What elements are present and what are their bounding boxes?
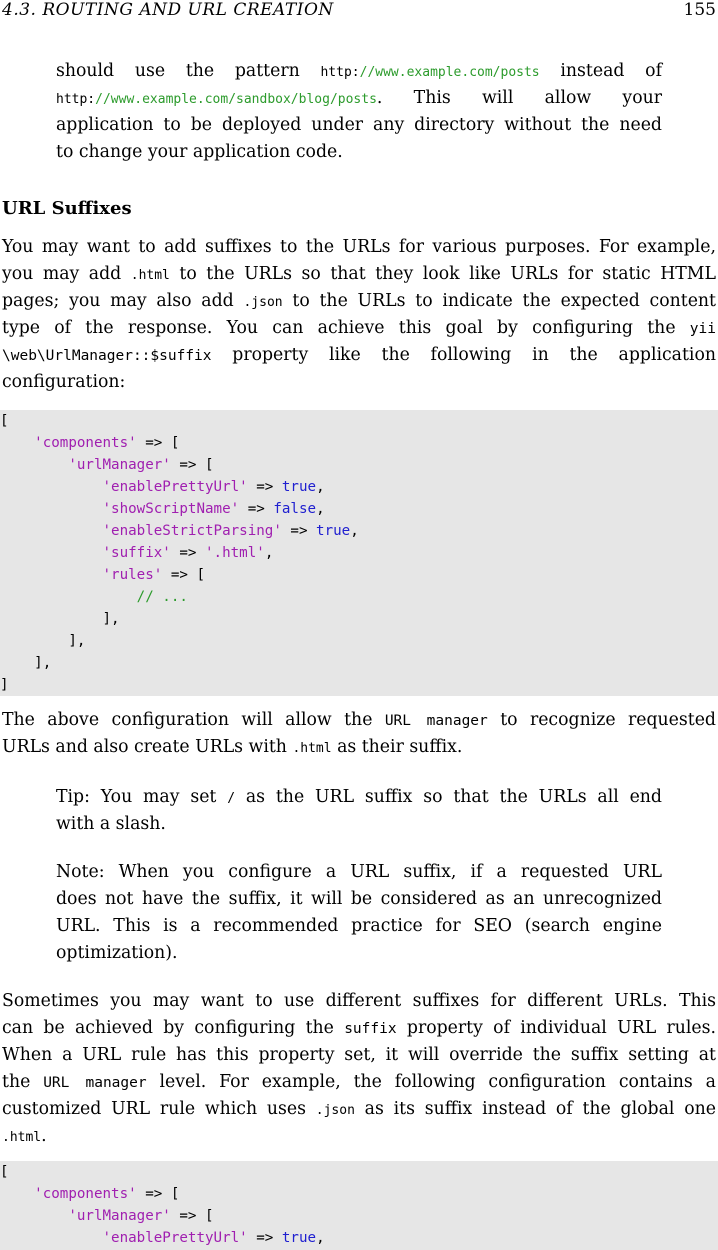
inline-url: http://www.example.com/posts: [320, 65, 540, 80]
code-line: ],: [0, 611, 120, 627]
code-line: 'showScriptName' => false,: [102, 501, 325, 517]
code-line: 'rules' => [: [102, 567, 206, 583]
code-line: 'suffix' => '.html',: [102, 545, 274, 561]
page-number: 155: [683, 0, 716, 20]
code-line: 'urlManager' => [: [68, 1208, 214, 1224]
inline-code: .html: [292, 741, 332, 756]
running-head: 4.3. ROUTING AND URL CREATION 155: [0, 0, 718, 24]
inline-url: http://www.example.com/sandbox/blog/post…: [56, 92, 377, 107]
code-line: ],: [0, 655, 52, 671]
inline-code: yii: [689, 321, 716, 337]
code-line: 'urlManager' => [: [68, 457, 214, 473]
paragraph-url-suffixes: You may want to add suffixes to the URLs…: [2, 237, 717, 392]
inline-code: .html: [2, 1130, 42, 1145]
code-line: ]: [0, 677, 9, 693]
inline-code: /: [227, 791, 236, 806]
inline-code: suffix: [344, 1021, 397, 1037]
code-line: ],: [0, 633, 86, 649]
code-line: 'enablePrettyUrl' => true,: [102, 1230, 325, 1246]
code-line: 'components' => [: [34, 435, 180, 451]
code-line: [: [0, 1164, 9, 1180]
intro-line-2: http://www.example.com/sandbox/blog/post…: [56, 88, 662, 108]
intro-line-1: should use the pattern http://www.exampl…: [56, 61, 662, 81]
code-block-config: [ 'components' => [ 'urlManager' => [ 'e…: [0, 410, 718, 696]
code-line: // ...: [136, 589, 188, 605]
code-line: 'enableStrictParsing' => true,: [102, 523, 359, 539]
section-title: URL Suffixes: [2, 198, 132, 219]
intro-line-3: application to be deployed under any dir…: [56, 115, 662, 135]
inline-code: .html: [130, 268, 170, 283]
code-line: [: [0, 413, 9, 429]
intro-paragraph: should use the pattern http://www.exampl…: [56, 58, 662, 166]
inline-code: URL manager: [43, 1075, 147, 1091]
note-box: Note: When you configure a URL suffix, i…: [56, 862, 662, 963]
inline-code: \web\UrlManager::$suffix: [2, 348, 212, 364]
inline-code: .json: [315, 1103, 355, 1118]
chapter-section-heading: 4.3. ROUTING AND URL CREATION: [2, 0, 334, 20]
inline-code: URL manager: [384, 713, 488, 729]
code-line: 'components' => [: [34, 1186, 180, 1202]
paragraph-per-rule-suffix: Sometimes you may want to use different …: [2, 991, 716, 1146]
inline-code: .json: [243, 295, 283, 310]
code-line: 'enablePrettyUrl' => true,: [102, 479, 325, 495]
intro-line-4: to change your application code.: [56, 142, 343, 162]
tip-box: Tip: You may set / as the URL suffix so …: [56, 787, 662, 834]
code-block-config-2: [ 'components' => [ 'urlManager' => [ 'e…: [0, 1161, 718, 1250]
paragraph-config-explanation: The above configuration will allow the U…: [2, 710, 716, 757]
